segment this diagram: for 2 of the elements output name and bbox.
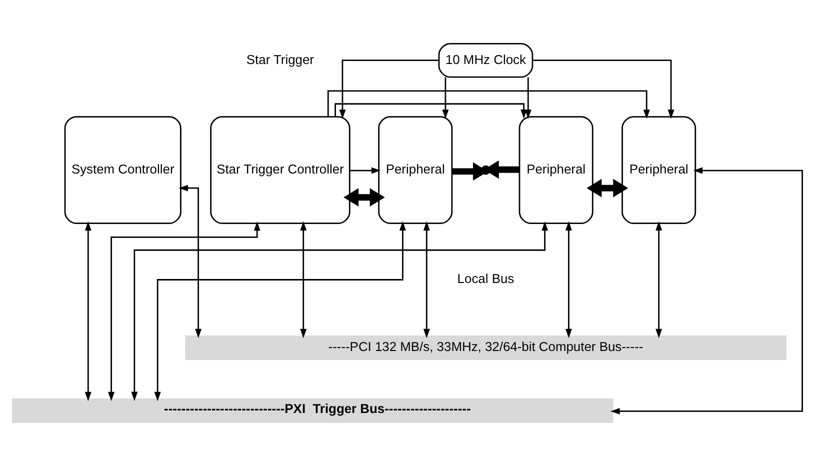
label: Local Bus	[457, 271, 514, 286]
label: Star Trigger	[246, 52, 314, 67]
